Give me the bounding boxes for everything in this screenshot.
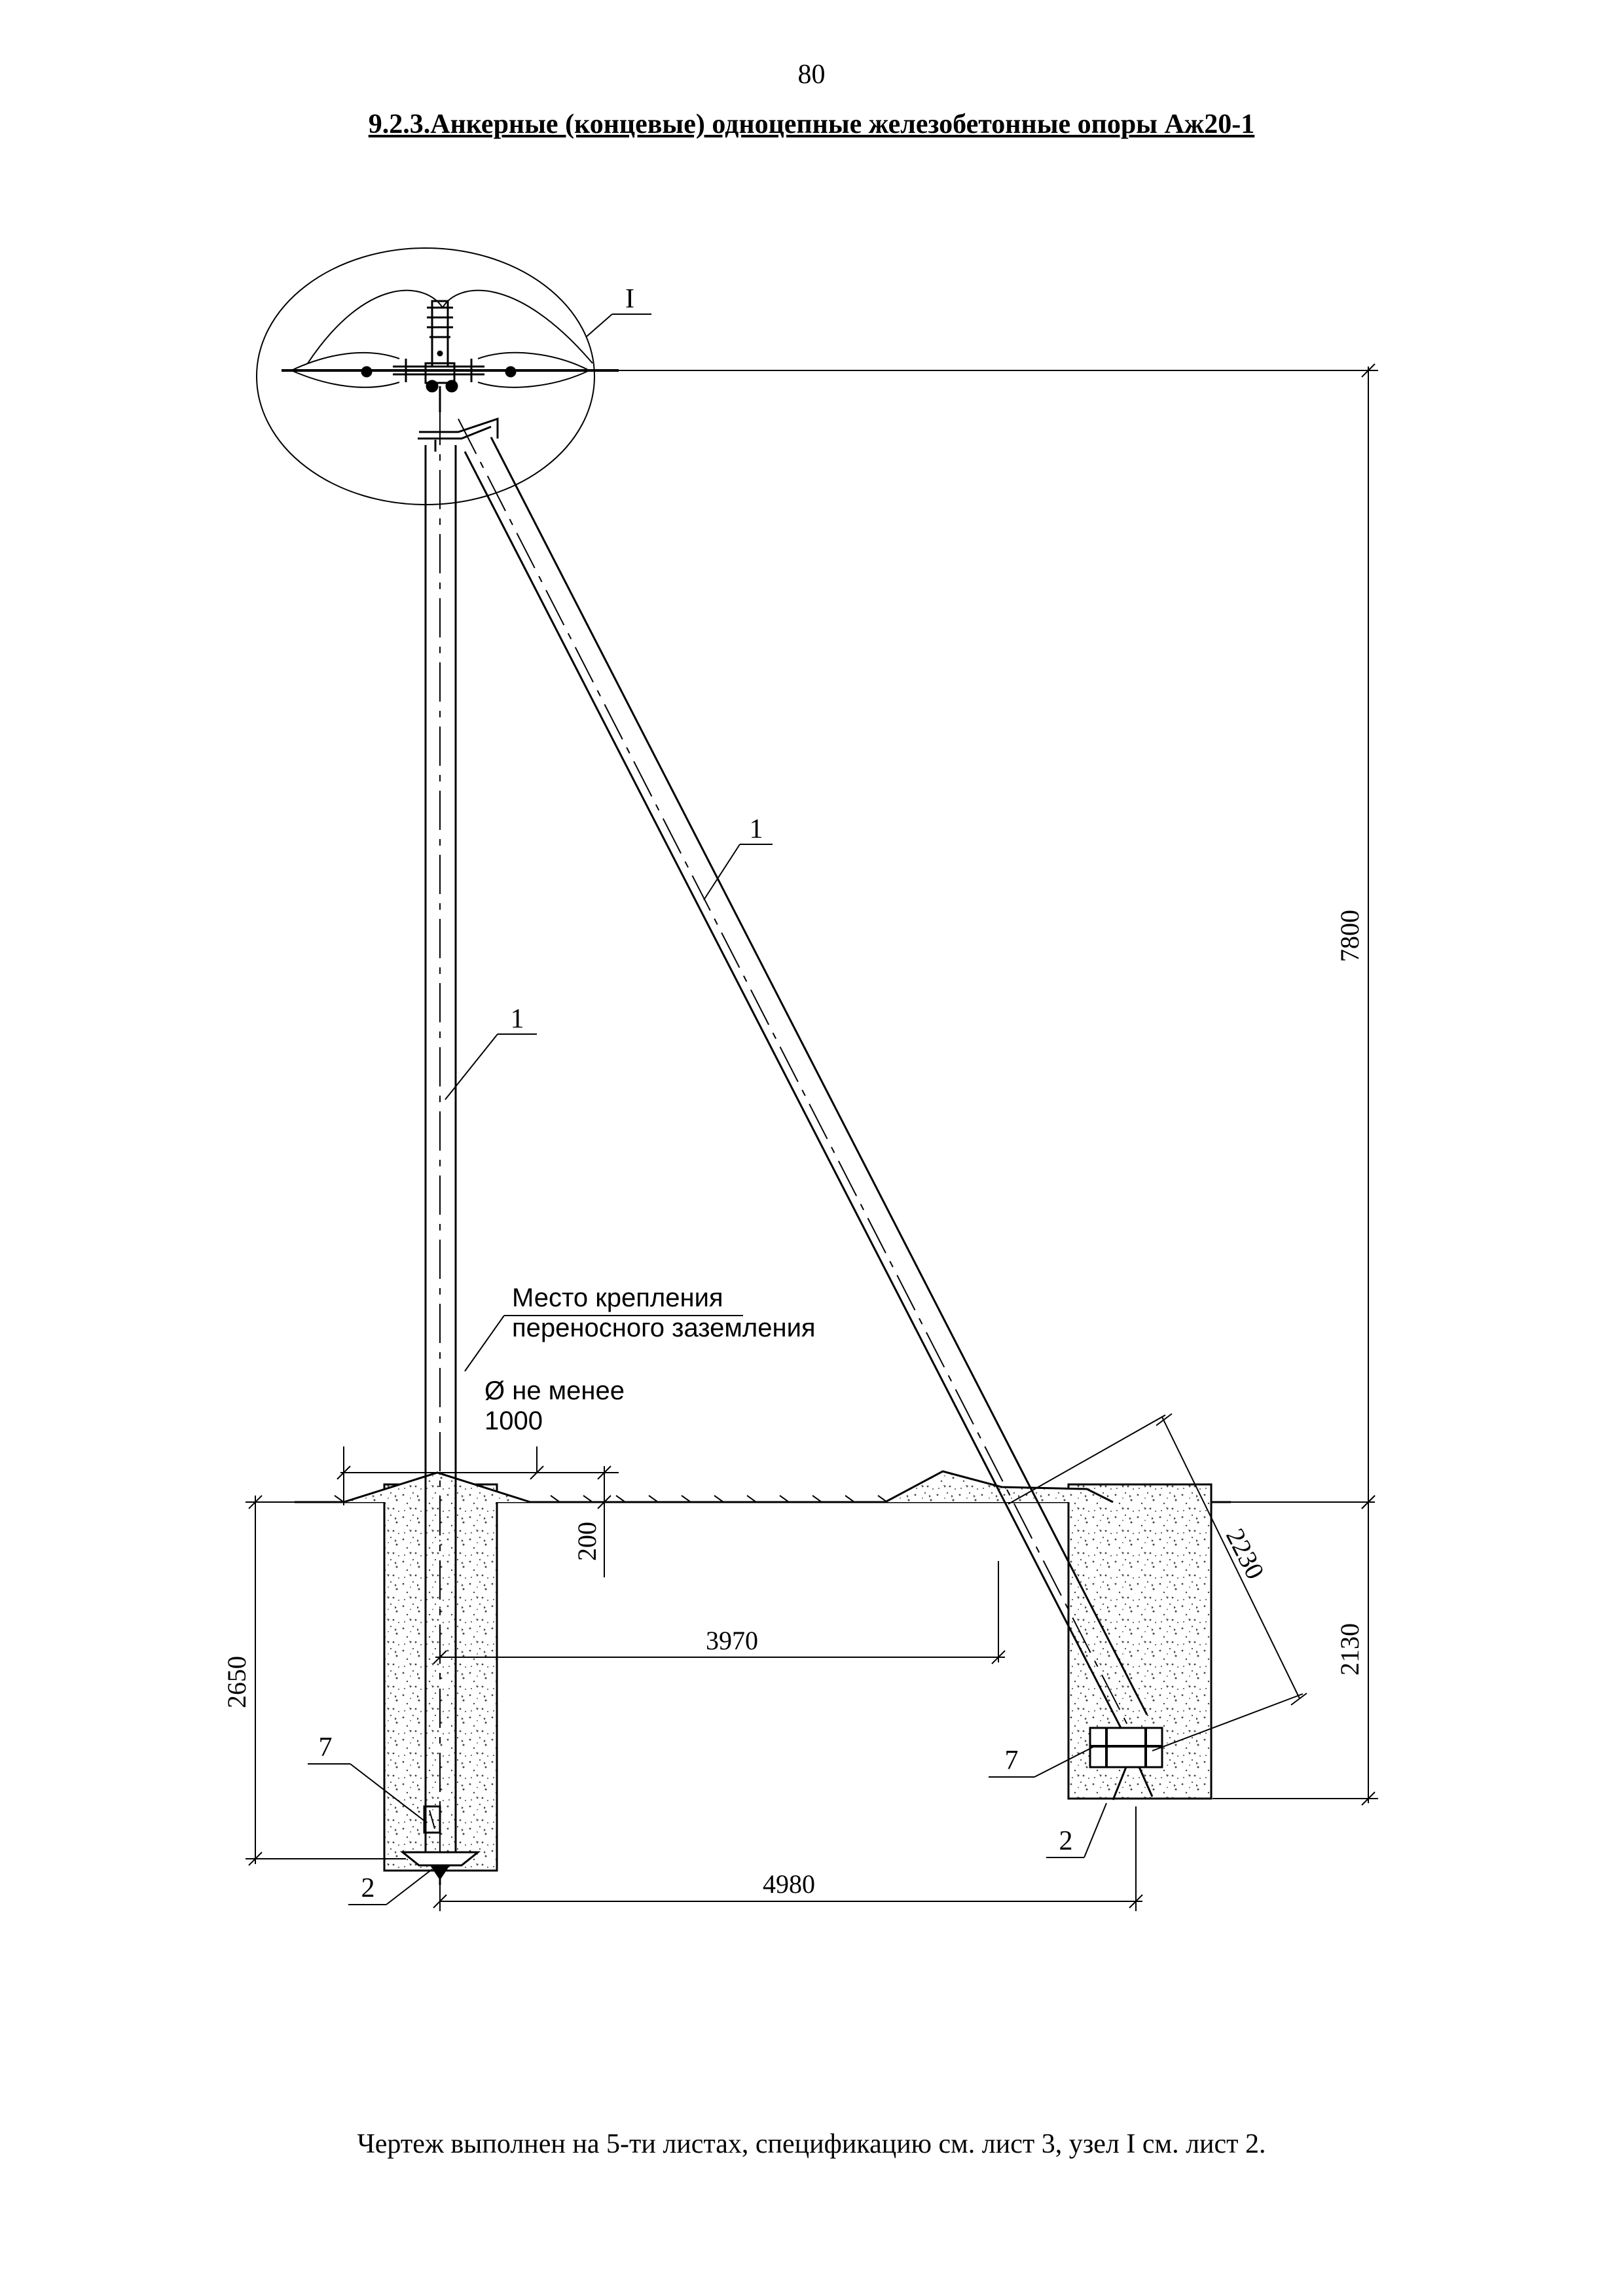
pole	[423, 406, 457, 1898]
dimension-strut-length-value: 2230	[1220, 1524, 1270, 1584]
dimension-top-spacing-value: 3970	[706, 1626, 758, 1655]
dimension-strut-depth	[1213, 1495, 1378, 1806]
page-title: 9.2.3.Анкерные (концевые) одноцепные жел…	[368, 109, 1255, 139]
dimension-pole-depth	[246, 1495, 406, 1866]
plate-mark-right: 2	[1059, 1826, 1073, 1856]
strut-base	[1089, 1727, 1163, 1801]
grounding-label-line2: переносного заземления	[512, 1314, 816, 1342]
page-number: 80	[797, 60, 826, 90]
dimension-pole-depth-value: 2650	[222, 1656, 251, 1708]
dimension-mound	[337, 1446, 619, 1577]
dimension-mound-value: 200	[572, 1522, 602, 1561]
pole-base-plate	[399, 1851, 481, 1885]
pole-foundation	[343, 1471, 531, 1872]
pole-leader	[445, 1033, 537, 1100]
grounding-leader	[464, 1315, 743, 1372]
node-leader	[585, 314, 651, 338]
plate-leader	[348, 1869, 433, 1905]
node-label: I	[625, 284, 634, 314]
crossbar-mark-right: 7	[1005, 1746, 1019, 1776]
strut	[458, 418, 1148, 1755]
plate-leader-right	[1046, 1803, 1107, 1858]
dimension-bottom-spacing-value: 4980	[763, 1869, 815, 1899]
grounding-label-line1: Место крепления	[512, 1283, 723, 1312]
crossbar-leader	[308, 1763, 428, 1823]
dimension-height-value: 7800	[1335, 910, 1364, 962]
pole-mark: 1	[511, 1004, 524, 1034]
dimension-strut-length	[1008, 1413, 1307, 1751]
dimension-bottom-spacing	[433, 1806, 1143, 1911]
crossbar-leader-right	[989, 1746, 1095, 1778]
crossbar-mark: 7	[319, 1732, 333, 1763]
pad-diameter-line2: 1000	[484, 1407, 543, 1435]
pad-diameter-line1: Ø не менее	[484, 1376, 625, 1405]
plate-mark: 2	[361, 1873, 375, 1903]
strut-leader	[703, 844, 773, 901]
top-assembly	[256, 247, 619, 505]
strut-mark: 1	[750, 814, 763, 844]
dimension-strut-depth-value: 2130	[1335, 1623, 1364, 1676]
footnote: Чертеж выполнен на 5-ти листах, специфик…	[357, 2129, 1266, 2159]
dimension-top-spacing	[433, 1561, 1006, 1664]
